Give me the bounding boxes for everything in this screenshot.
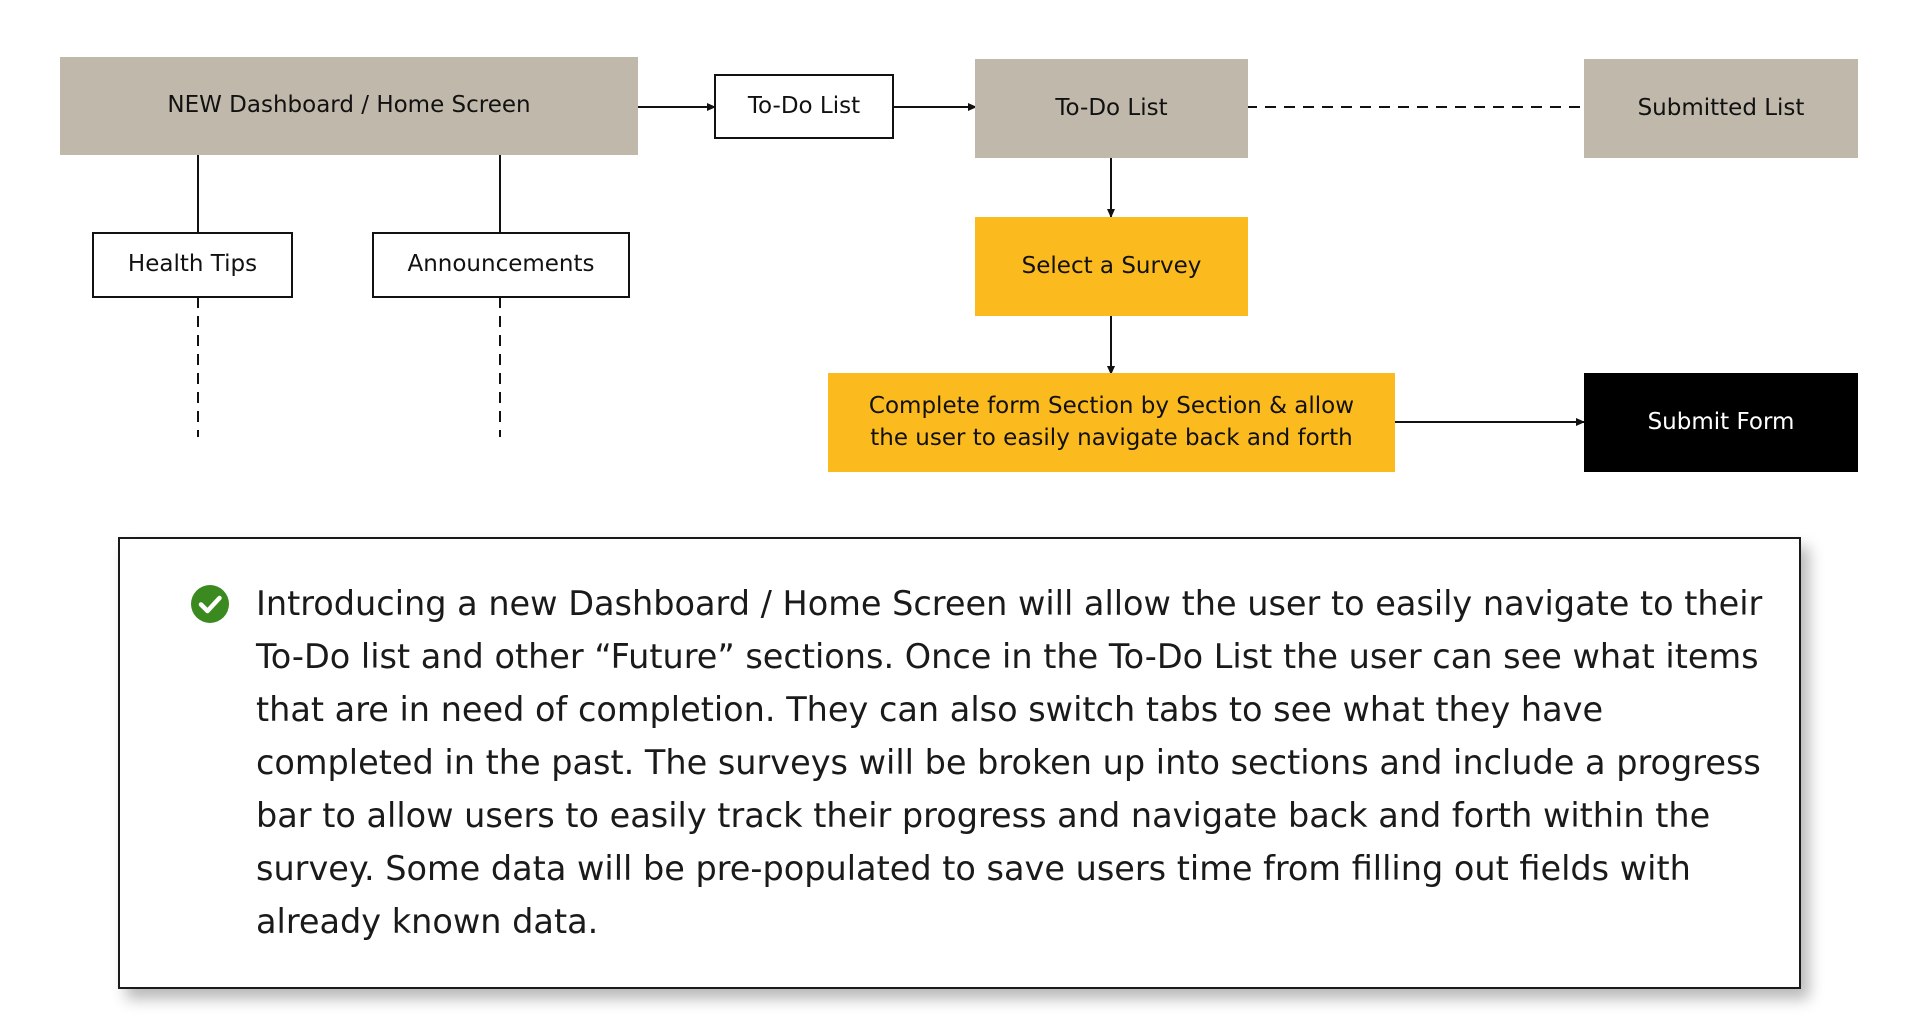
check-circle-icon: [191, 585, 229, 623]
node-submitted-list: Submitted List: [1584, 59, 1858, 158]
node-dashboard: NEW Dashboard / Home Screen: [60, 57, 638, 155]
description-panel: Introducing a new Dashboard / Home Scree…: [118, 537, 1801, 989]
node-todo-list: To-Do List: [975, 59, 1248, 158]
node-complete-form: Complete form Section by Section & allow…: [828, 373, 1395, 472]
node-health-tips: Health Tips: [92, 232, 293, 298]
node-submit-form: Submit Form: [1584, 373, 1858, 472]
description-text: Introducing a new Dashboard / Home Scree…: [256, 584, 1763, 941]
node-todo-list-small: To-Do List: [714, 74, 894, 139]
node-select-survey: Select a Survey: [975, 217, 1248, 316]
node-announcements: Announcements: [372, 232, 630, 298]
